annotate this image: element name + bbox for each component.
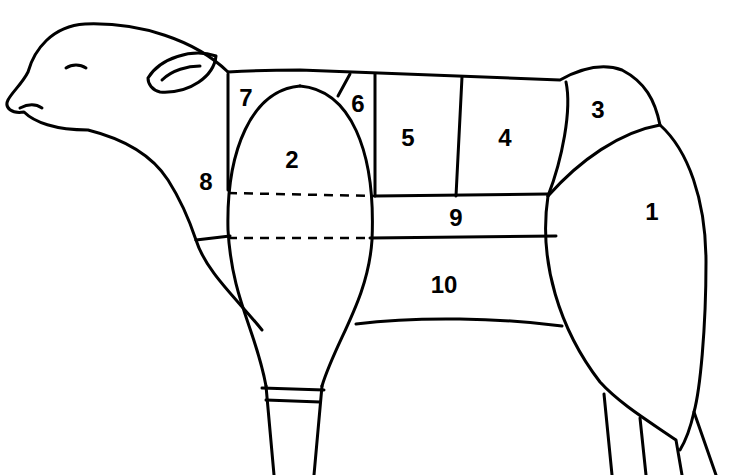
callout-number: 1 <box>645 200 658 224</box>
callout-number: 2 <box>285 148 298 172</box>
callout-number: 7 <box>239 86 252 110</box>
callout-number: 3 <box>591 98 604 122</box>
callout-number: 6 <box>351 92 364 116</box>
callout-number: 8 <box>199 170 212 194</box>
callout-number: 4 <box>498 126 511 150</box>
callout-number: 5 <box>401 126 414 150</box>
callout-number: 9 <box>449 206 462 230</box>
callout-number: 10 <box>431 273 458 297</box>
